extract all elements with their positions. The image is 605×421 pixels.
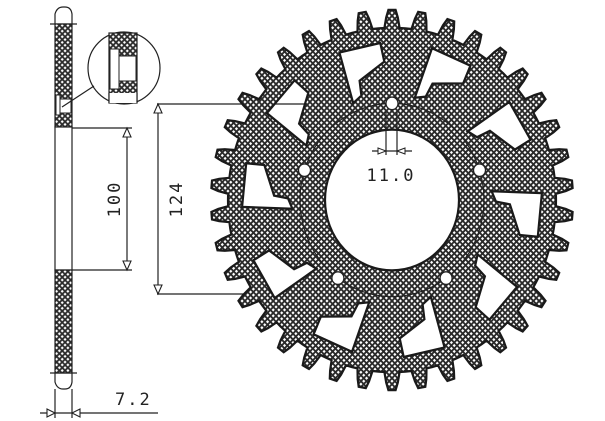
thickness-dimension: 7.2 bbox=[40, 390, 158, 418]
bolt-hole bbox=[439, 271, 453, 286]
sprocket-front-view bbox=[210, 8, 574, 392]
center-bore-section bbox=[54, 126, 73, 271]
sprocket-body bbox=[210, 8, 574, 392]
top-tooth-cap bbox=[54, 6, 73, 24]
bottom-tooth-cap bbox=[54, 373, 73, 390]
bolt-hole bbox=[331, 271, 345, 286]
side-profile bbox=[50, 6, 77, 418]
bolt-holes bbox=[297, 96, 487, 286]
bolt-hole bbox=[472, 163, 487, 178]
bolt-hole bbox=[385, 96, 399, 111]
bore-diameter-dimension: 100 bbox=[72, 126, 132, 272]
bolt-hole-dimension: 11.0 bbox=[367, 112, 416, 186]
bore-diameter-label: 100 bbox=[105, 181, 125, 218]
bolt-circle-label: 124 bbox=[167, 181, 187, 218]
bolt-hole bbox=[297, 163, 312, 178]
thickness-label: 7.2 bbox=[115, 390, 152, 410]
bolt-hole-label: 11.0 bbox=[367, 166, 416, 186]
detail-view bbox=[61, 31, 161, 108]
bolt-ring-outline bbox=[299, 102, 485, 298]
lower-hatched-section bbox=[54, 269, 73, 374]
